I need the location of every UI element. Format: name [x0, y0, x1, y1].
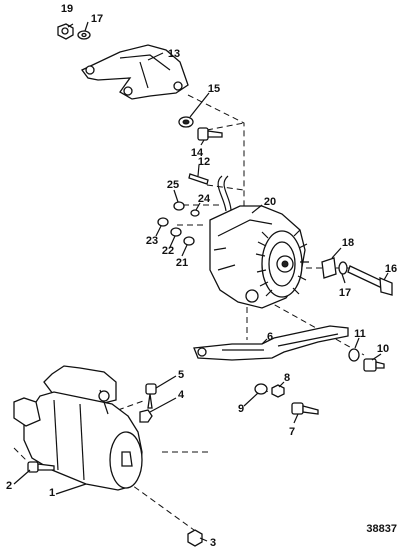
alternator-part: [209, 175, 309, 309]
starter-bolts-2-3: [27, 461, 203, 547]
spacer-part: [178, 116, 194, 128]
callout-6: 6: [267, 331, 273, 343]
callout-4: 4: [178, 389, 185, 401]
callout-labels: 19 17 13 15 14 12 25 24 20 23 22 21 18 1…: [6, 3, 397, 549]
bracket-bolt-9-8-7: [254, 383, 319, 415]
callout-21: 21: [176, 257, 188, 269]
callout-3: 3: [210, 537, 216, 549]
callout-1: 1: [49, 487, 55, 499]
callout-25: 25: [167, 179, 179, 191]
callout-19: 19: [61, 3, 73, 15]
callout-7: 7: [289, 426, 295, 438]
callout-10: 10: [377, 343, 389, 355]
callout-2: 2: [6, 480, 12, 492]
callout-12: 12: [198, 156, 210, 168]
callout-15: 15: [208, 83, 220, 95]
upper-bracket-part: [81, 44, 189, 100]
callout-9: 9: [238, 403, 244, 415]
leader-lines: [13, 21, 389, 542]
drawing-reference-number: 38837: [366, 523, 397, 535]
pin-part: [188, 173, 209, 185]
callout-5: 5: [178, 369, 184, 381]
callout-17-right: 17: [339, 287, 351, 299]
callout-17-top: 17: [91, 13, 103, 25]
callout-18: 18: [342, 237, 354, 249]
starter-bolt-5-4: [139, 383, 157, 423]
terminal-hardware: [157, 201, 200, 246]
callout-16: 16: [385, 263, 397, 275]
callout-20: 20: [264, 196, 276, 208]
bracket-bolt-11-10: [348, 348, 385, 372]
callout-13: 13: [168, 48, 180, 60]
callout-24: 24: [198, 193, 211, 205]
callout-22: 22: [162, 245, 174, 257]
upper-bolt-part: [197, 127, 223, 141]
top-nut-washer: [57, 23, 91, 40]
callout-14: 14: [191, 147, 204, 159]
callout-8: 8: [284, 372, 290, 384]
callout-11: 11: [354, 328, 366, 340]
callout-23: 23: [146, 235, 158, 247]
long-bolt-assembly: [321, 257, 393, 296]
